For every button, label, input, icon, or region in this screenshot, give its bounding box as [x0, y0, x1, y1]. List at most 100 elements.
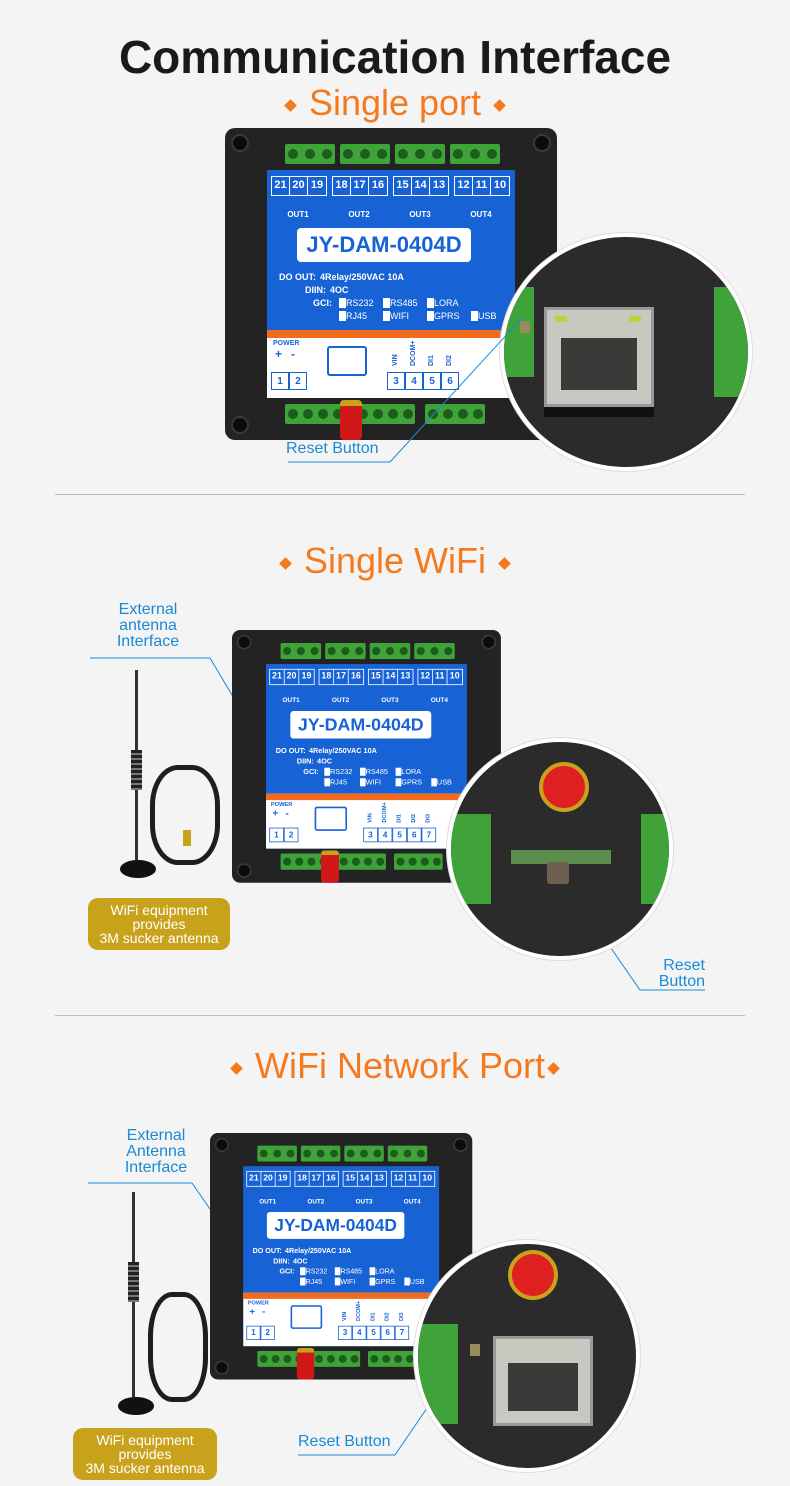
terminal-number: 11: [433, 669, 448, 685]
input-pin: 5: [423, 372, 441, 390]
gci-option: WIFI: [359, 778, 381, 787]
power-pin: 1: [271, 372, 289, 390]
input-label: DI3: [398, 1312, 405, 1322]
terminal-number: 19: [301, 671, 312, 682]
output-label: OUT4: [470, 210, 492, 219]
input-label: VIN: [367, 813, 373, 823]
spec-value: 4Relay/250VAC 10A: [320, 272, 404, 282]
terminal-block: [355, 404, 415, 424]
terminal-number: 11: [473, 177, 491, 195]
callout-line: Button: [658, 973, 705, 990]
output-label: OUT1: [287, 210, 309, 219]
terminal-block: [285, 404, 345, 424]
rj45-port-icon: [544, 307, 654, 407]
gci-option: LORA: [395, 767, 421, 776]
terminal-block: [395, 144, 445, 164]
output-label: OUT2: [307, 1197, 325, 1205]
terminal-number: 21: [247, 1171, 262, 1186]
gci-option: LORA: [427, 298, 459, 308]
gci-option: RS485: [334, 1267, 362, 1276]
output-label: OUT3: [381, 696, 399, 704]
spec-line: DIIN:4OC: [305, 285, 349, 295]
gci-option: USB: [471, 311, 497, 321]
reset-button-icon: [520, 321, 530, 333]
mounting-hole: [236, 634, 252, 650]
gci-option: GPRS: [427, 311, 460, 321]
output-label: OUT4: [430, 696, 449, 704]
terminal-number: 12: [418, 669, 433, 685]
callout-line: External: [126, 1127, 186, 1144]
terminal-block: [450, 144, 500, 164]
output-label: OUT3: [409, 210, 431, 219]
sucker-antenna-image: [110, 1192, 220, 1422]
rj45-reset-closeup: [414, 1240, 640, 1472]
divider: [55, 1015, 745, 1016]
power-sign: +: [272, 807, 279, 819]
terminal-number: 17: [334, 669, 349, 685]
reset-button-callout: Reset Button: [640, 958, 705, 990]
callout-line: antenna: [119, 617, 177, 634]
terminal-number: 14: [383, 669, 399, 685]
spec-value: 4OC: [292, 1257, 308, 1265]
antenna-info-badge: WiFi equipment provides 3M sucker antenn…: [73, 1428, 217, 1480]
input-pin: 5: [366, 1325, 381, 1340]
terminal-number: 19: [277, 1173, 288, 1183]
mounting-hole: [236, 863, 252, 878]
input-pin: 6: [380, 1325, 395, 1340]
terminal-block: [387, 1145, 428, 1162]
terminal-number: 13: [374, 1173, 384, 1183]
callout-line: Reset: [663, 957, 705, 974]
power-label: POWER: [270, 801, 293, 808]
badge-line: 3M sucker antenna: [85, 1460, 205, 1476]
heading-text: Single WiFi: [303, 540, 487, 581]
terminal-block: [340, 144, 390, 164]
terminal-block: [280, 642, 322, 660]
mounting-hole: [533, 134, 551, 152]
power-sign: -: [262, 1306, 266, 1318]
callout-line: Interface: [124, 1159, 188, 1176]
power-label: POWER: [247, 1300, 269, 1307]
diamond-icon: [230, 1062, 243, 1075]
input-label: DI3: [425, 813, 432, 823]
section-heading-single-port: Single port: [0, 82, 790, 124]
mounting-hole: [214, 1360, 229, 1375]
terminal-number: 20: [285, 669, 300, 685]
section-heading-wifi-network-port: WiFi Network Port: [0, 1045, 790, 1087]
badge-line: provides: [132, 916, 186, 932]
divider: [55, 494, 745, 495]
spec-label: DIIN:: [273, 1257, 290, 1265]
input-pin: 7: [394, 1325, 410, 1340]
gci-option: RJ45: [339, 311, 367, 321]
gci-option: RS232: [324, 767, 352, 776]
terminal-number: 13: [432, 179, 446, 191]
badge-line: WiFi equipment: [96, 1432, 194, 1448]
power-pin: 2: [289, 372, 307, 390]
gci-option: GPRS: [369, 1277, 395, 1286]
rj45-port-icon: [314, 806, 348, 831]
input-pin: 4: [405, 372, 423, 390]
spec-label: DO OUT:: [275, 746, 306, 755]
callout-line: Antenna: [126, 1143, 186, 1160]
terminal-block: [368, 1351, 416, 1367]
terminal-number: 15: [344, 1171, 358, 1186]
input-label: DI2: [384, 1312, 391, 1322]
terminal-number: 16: [371, 179, 385, 191]
terminal-number: 15: [369, 669, 384, 685]
spec-value: 4Relay/250VAC 10A: [285, 1246, 352, 1255]
input-label: VIN: [341, 1311, 348, 1322]
spec-line: DO OUT:4Relay/250VAC 10A: [253, 1247, 352, 1255]
mounting-hole: [453, 1137, 468, 1152]
input-pin: 3: [363, 827, 378, 843]
spec-label: DO OUT:: [279, 272, 316, 282]
rj45-port-icon: [327, 346, 367, 376]
gci-option: USB: [431, 778, 452, 787]
spec-line: GCI:: [313, 298, 336, 308]
power-pin: 1: [269, 827, 284, 843]
terminal-block: [414, 642, 455, 660]
